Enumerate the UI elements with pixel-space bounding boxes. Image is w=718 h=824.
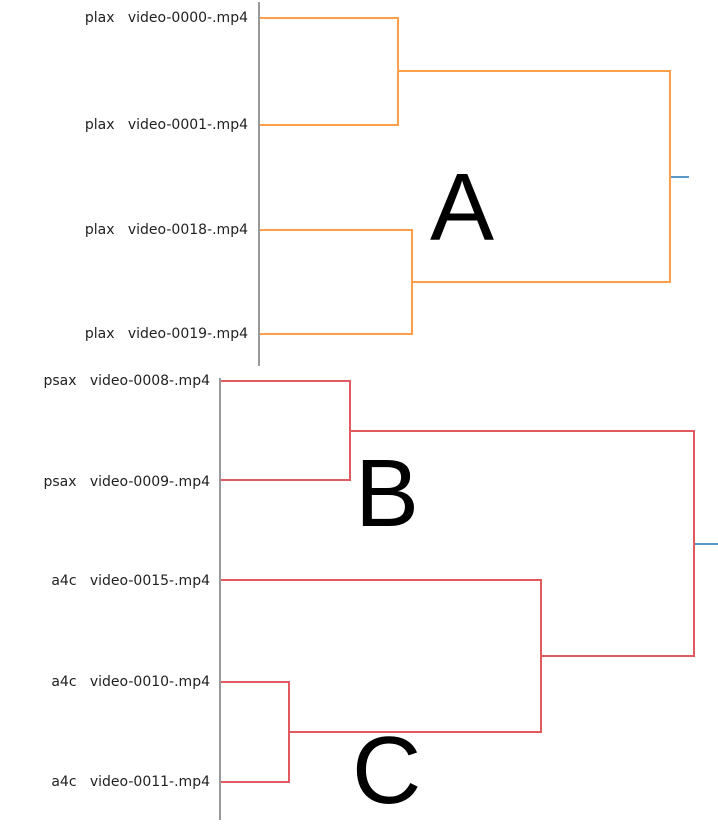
cluster-label-b: B (355, 440, 420, 547)
leaf-label: plax video-0000-.mp4 (84, 10, 248, 26)
dendrogram-a-lines (258, 2, 689, 366)
leaf-label: psax video-0008-.mp4 (43, 373, 210, 389)
leaf-label: a4c video-0011-.mp4 (51, 774, 210, 790)
leaf-label: a4c video-0015-.mp4 (51, 573, 210, 589)
leaf-label: plax video-0019-.mp4 (84, 326, 248, 342)
cluster-label-c: C (352, 717, 422, 824)
dendrogram-bc-lines (219, 378, 718, 820)
leaf-label: plax video-0001-.mp4 (84, 117, 248, 133)
cluster-label-a: A (430, 154, 495, 261)
dendrogram-panel-bc: psax video-0008-.mp4 psax video-0009-.mp… (0, 368, 718, 820)
dendrogram-panel-a: plax video-0000-.mp4 plax video-0001-.mp… (0, 0, 718, 368)
leaf-label: psax video-0009-.mp4 (43, 474, 210, 490)
leaf-label: a4c video-0010-.mp4 (51, 674, 210, 690)
leaf-label: plax video-0018-.mp4 (84, 222, 248, 238)
